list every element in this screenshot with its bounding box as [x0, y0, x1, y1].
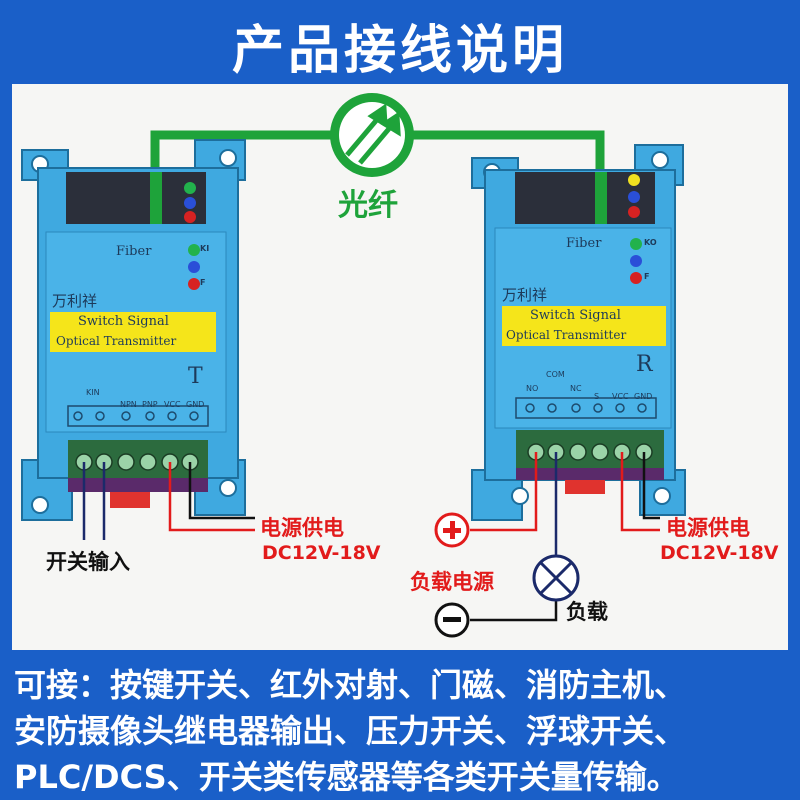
transmitter-wires: [82, 462, 255, 540]
tx-terminal-label: VCC: [164, 400, 181, 409]
tx-name-line2: Optical Transmitter: [56, 334, 177, 348]
left-power-label: 电源供电: [260, 516, 344, 540]
tx-fiber-text: Fiber: [116, 244, 152, 259]
plus-terminal-icon: [434, 512, 470, 548]
footer-banner: 可接：按键开关、红外对射、门磁、消防主机、 安防摄像头继电器输出、压力开关、浮球…: [0, 650, 800, 800]
tx-terminal-label: PNP: [142, 400, 158, 409]
lamp-load-icon: [532, 554, 580, 602]
header-banner: 产品接线说明: [0, 0, 800, 84]
rx-fiber-text: Fiber: [566, 236, 602, 251]
tx-brand: 万利祥: [52, 292, 98, 310]
left-power-voltage: DC12V-18V: [262, 542, 381, 564]
rx-led-label-1: KO: [644, 238, 657, 247]
rx-terminal-label: NO: [526, 384, 539, 393]
rx-terminal-label: GND: [634, 392, 653, 401]
right-power-label: 电源供电: [666, 516, 750, 540]
tx-led-label-1: KI: [200, 244, 210, 253]
rx-brand: 万利祥: [502, 286, 548, 304]
tx-letter: T: [188, 364, 203, 389]
rx-terminal-label: VCC: [612, 392, 629, 401]
load-label: 负载: [566, 600, 608, 624]
rx-terminal-label: NC: [570, 384, 582, 393]
tx-terminal-label: GND: [186, 400, 205, 409]
tx-terminal-label: KIN: [86, 388, 100, 397]
footer-line-1: 可接：按键开关、红外对射、门磁、消防主机、: [14, 666, 687, 704]
rx-name-line1: Switch Signal: [530, 308, 621, 323]
fiber-label: 光纤: [338, 188, 398, 223]
rx-terminal-label: COM: [546, 370, 565, 379]
tx-led-label-3: F: [200, 278, 206, 287]
tx-terminal-label: NPN: [120, 400, 137, 409]
receiver-wires: [470, 452, 660, 622]
fiber-cable: [150, 93, 605, 200]
load-power-label: 负载电源: [410, 570, 494, 594]
footer-line-3: PLC/DCS、开关类传感器等各类开关量传输。: [14, 758, 679, 796]
rx-terminal-label: S: [594, 392, 600, 401]
page-title: 产品接线说明: [231, 21, 568, 81]
minus-terminal-icon: [434, 602, 470, 638]
rx-led-label-3: F: [644, 272, 650, 281]
rx-letter: R: [636, 352, 653, 377]
footer-line-2: 安防摄像头继电器输出、压力开关、浮球开关、: [14, 712, 687, 750]
rx-name-line2: Optical Transmitter: [506, 328, 627, 342]
transmitter-device: [21, 139, 246, 521]
switch-input-label: 开关输入: [46, 550, 130, 574]
right-power-voltage: DC12V-18V: [660, 542, 779, 564]
light-arrows-icon: [345, 103, 401, 165]
tx-name-line1: Switch Signal: [78, 314, 169, 329]
